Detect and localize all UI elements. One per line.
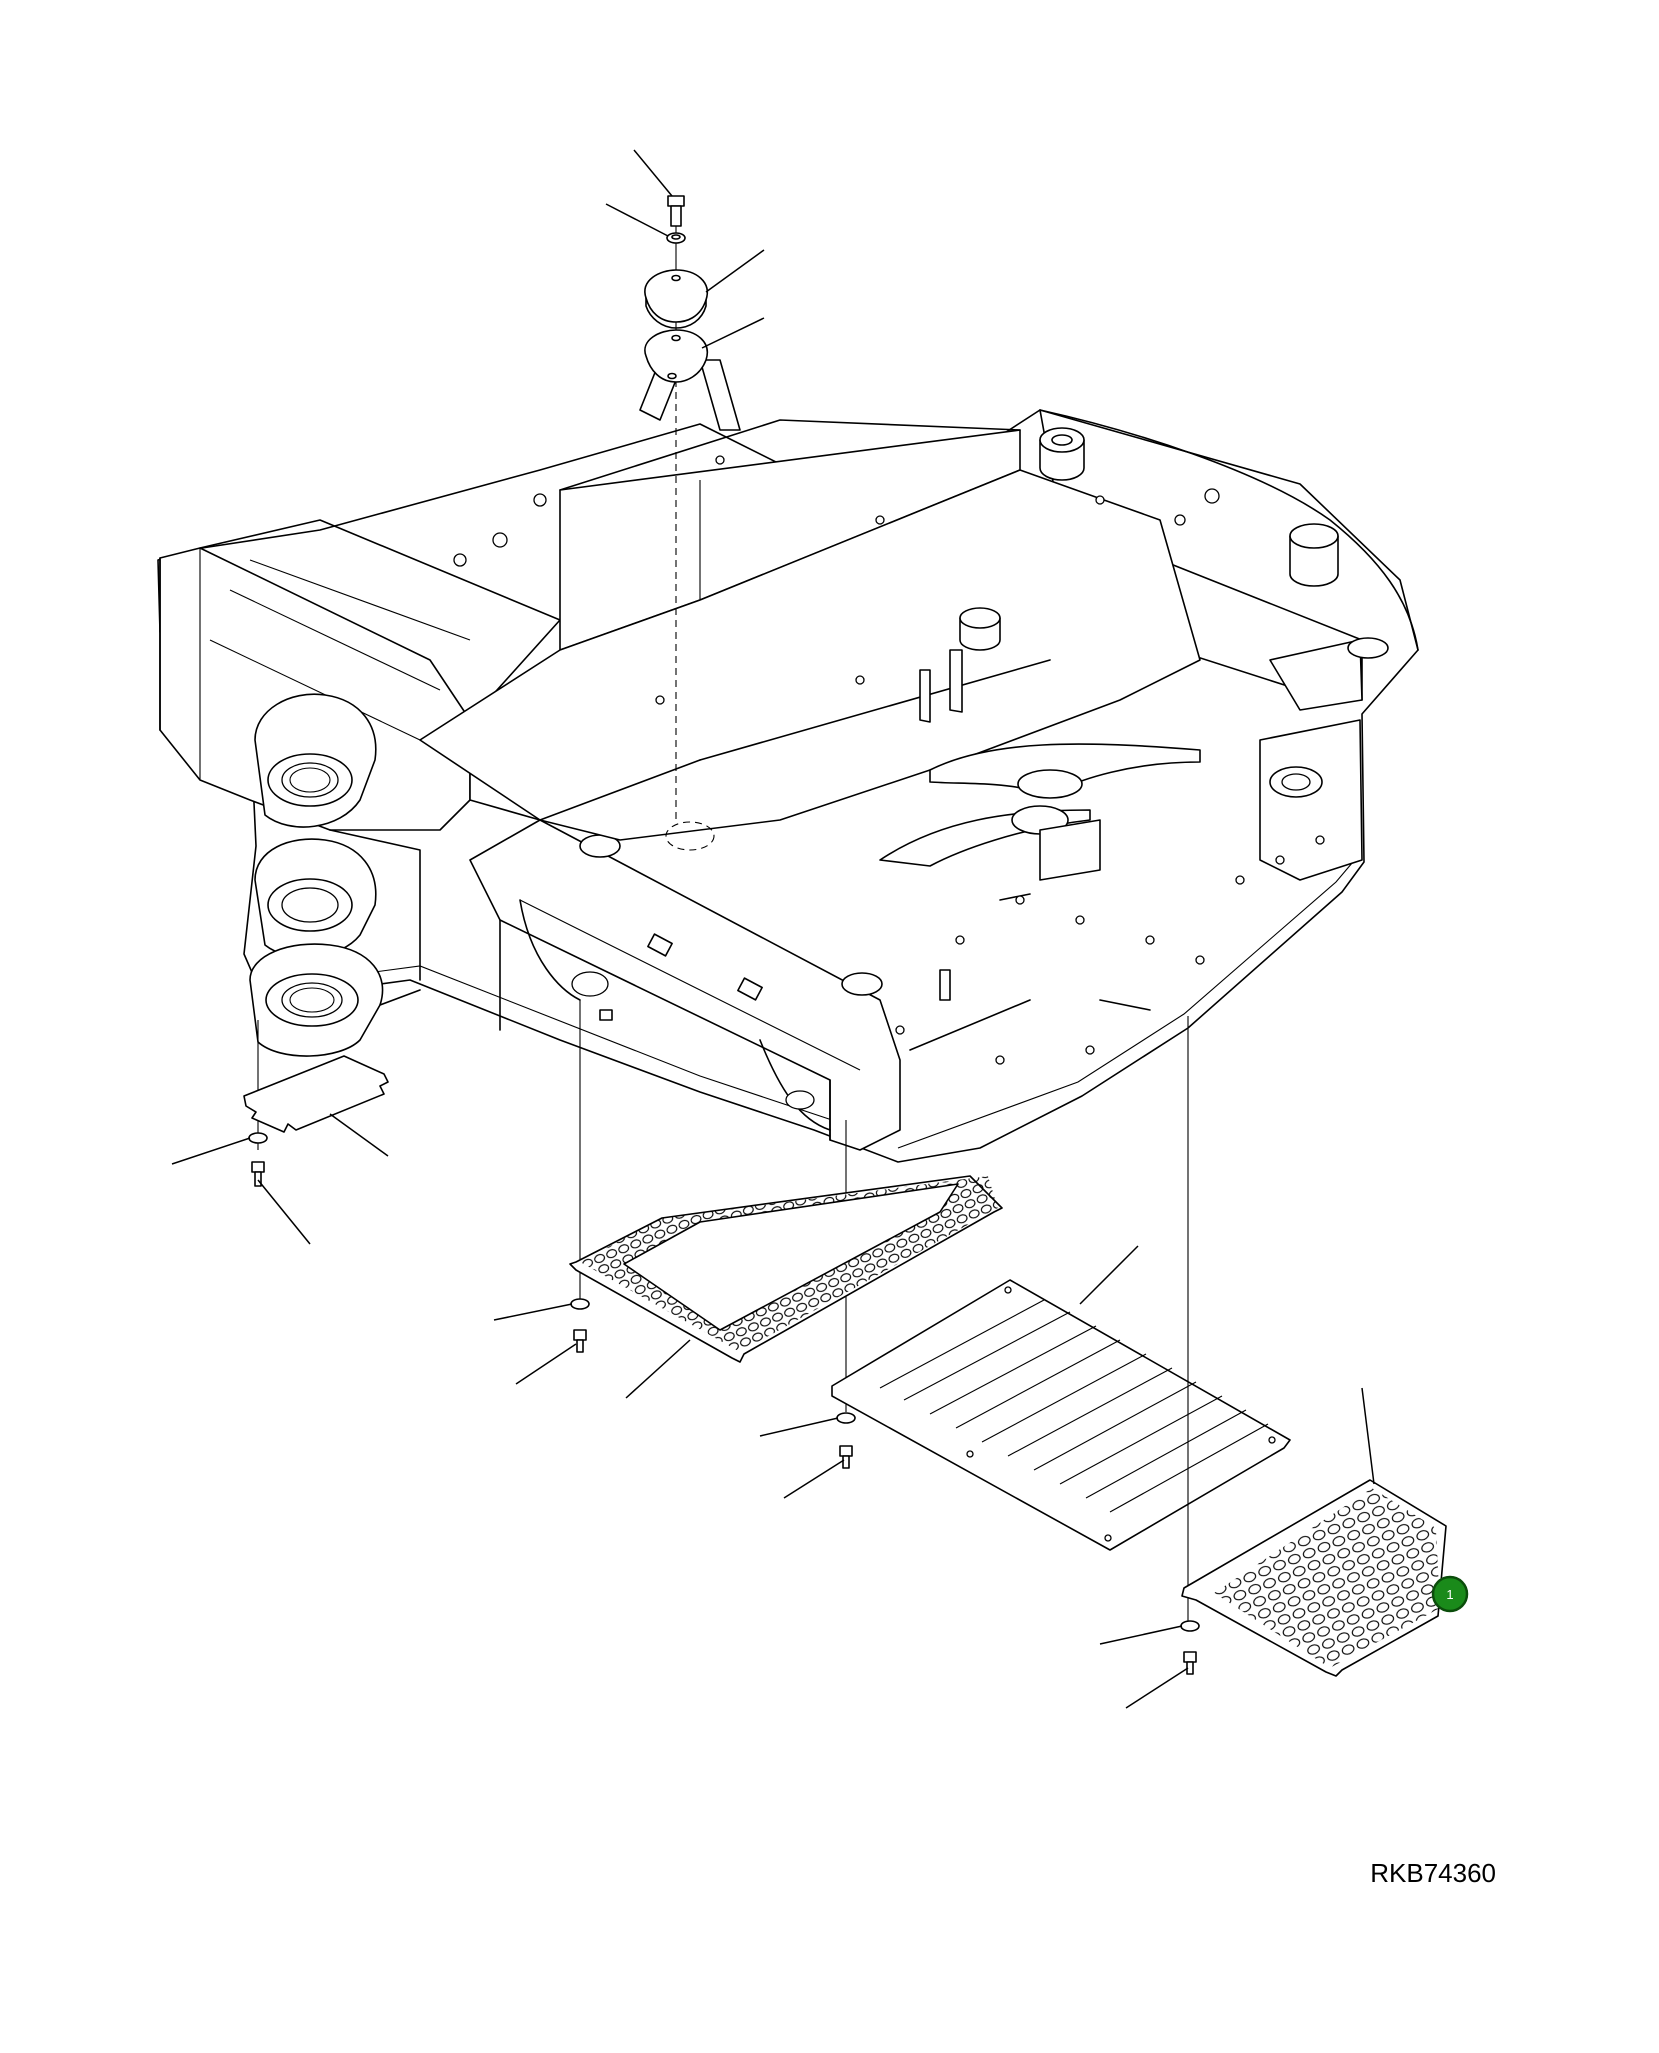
perforated-rear-undercover-icon [1181,1387,1447,1677]
small-cover-icon [243,1055,389,1157]
cover-plate-icon [644,249,765,329]
washer-icon [605,203,686,244]
rear-undercover-assembly [1099,1016,1447,1709]
revolving-frame-icon [157,359,1419,1163]
perforated-undercover-icon [569,1175,1003,1399]
washer-icon [493,1298,590,1321]
gasket-icon [644,317,765,383]
middle-undercover-assembly [759,1245,1291,1551]
callout-marker[interactable]: 1 [1431,1575,1469,1613]
front-undercover-assembly [493,1000,1003,1412]
bolt-icon [633,149,685,227]
ribbed-undercover-icon [831,1245,1291,1551]
washer-icon [171,1132,268,1165]
callout-label: 1 [1446,1587,1453,1602]
bolt-icon [783,1445,853,1499]
bolt-icon [251,1161,311,1245]
bolt-icon [515,1329,587,1385]
washer-icon [1099,1620,1200,1645]
washer-icon [759,1412,856,1437]
top-cover-assembly [605,149,765,851]
drawing-code: RKB74360 [1370,1858,1496,1888]
bolt-icon [1125,1651,1197,1709]
left-cover-assembly [171,1020,389,1245]
